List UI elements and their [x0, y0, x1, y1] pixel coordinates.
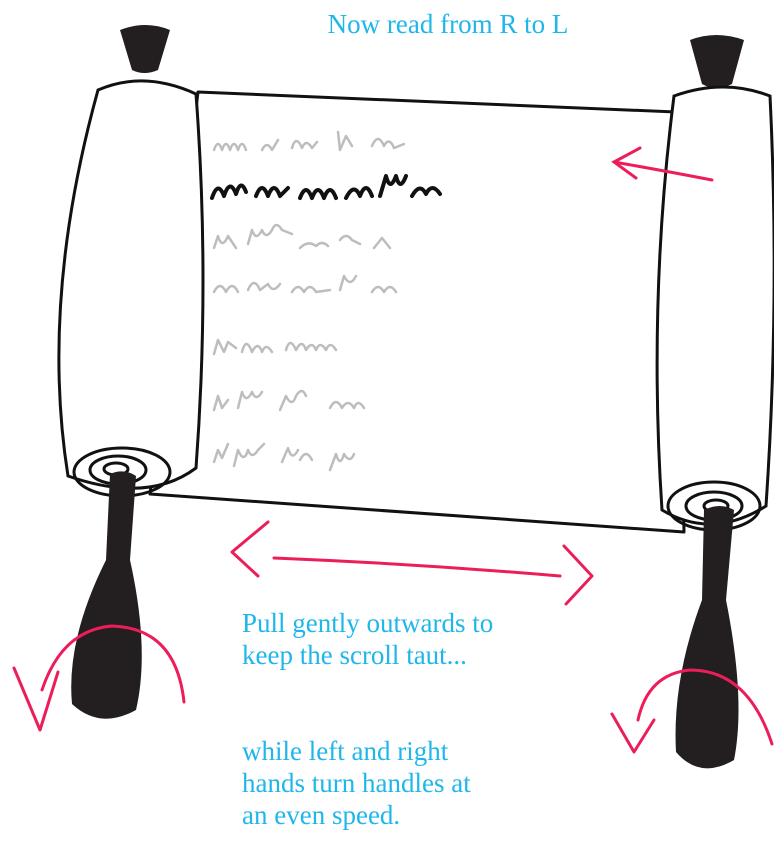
instruction-line-4: hands turn handles at — [242, 767, 471, 799]
right-roller-top-knob — [690, 35, 744, 88]
left-handle-icon[interactable] — [71, 471, 142, 718]
instruction-line-3: while left and right — [242, 735, 448, 767]
pull-outwards-arrow-icon — [232, 522, 592, 604]
instruction-line-1: Pull gently outwards to — [242, 607, 493, 639]
instruction-line-5: an even speed. — [242, 799, 400, 831]
left-roller-body — [59, 81, 203, 488]
right-roller — [657, 35, 774, 768]
title-caption: Now read from R to L — [0, 8, 774, 40]
left-roller — [59, 25, 203, 719]
right-handle-icon[interactable] — [676, 506, 739, 768]
parchment-sheet — [150, 92, 684, 532]
right-roller-body — [657, 87, 774, 524]
instruction-line-2: keep the scroll taut... — [242, 639, 467, 671]
